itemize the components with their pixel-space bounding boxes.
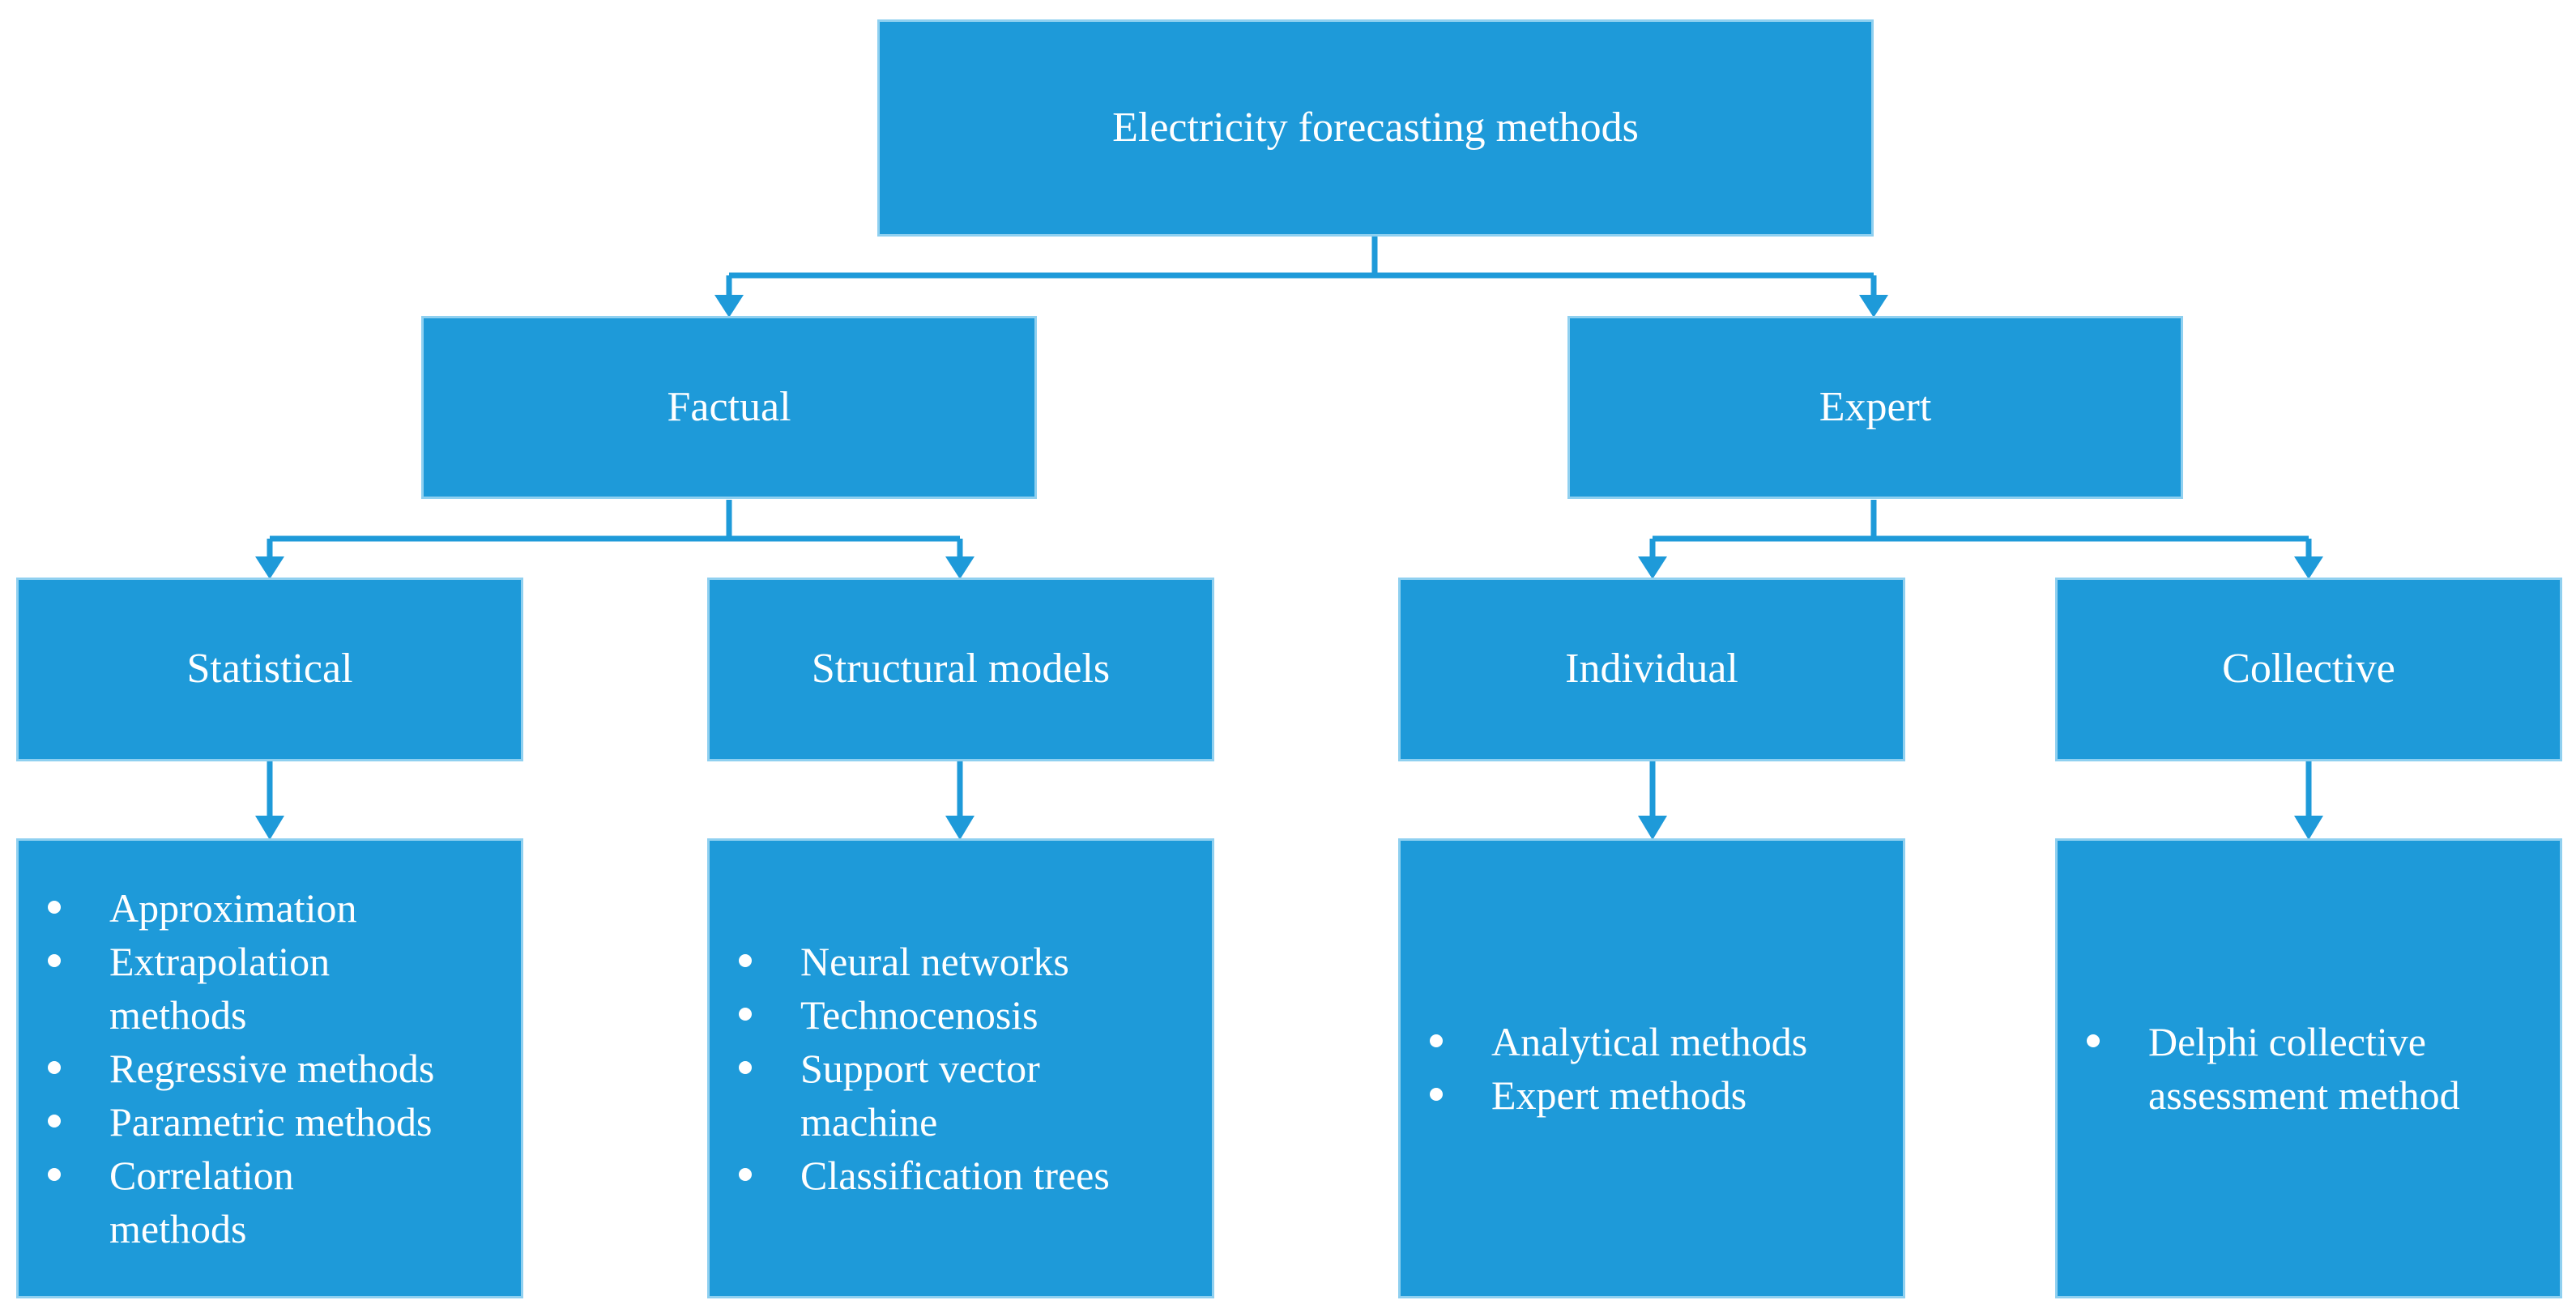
node-statistical: Statistical (16, 578, 523, 761)
node-individual: Individual (1398, 578, 1905, 761)
list-item: Expert methods (1429, 1068, 1807, 1122)
arrowhead-statistical-list (255, 816, 284, 840)
collective-label: Collective (2222, 646, 2395, 693)
list-item: Parametric methods (47, 1095, 434, 1149)
list-item: Neural networks (739, 935, 1110, 988)
list-item: Regressive methods (47, 1042, 434, 1095)
node-collective: Collective (2055, 578, 2562, 761)
factual-label: Factual (667, 383, 791, 430)
list-item: Correlation methods (48, 1149, 352, 1255)
arrowhead-collective (2294, 556, 2323, 579)
individual-method-list: Analytical methods Expert methods (1401, 1015, 1807, 1122)
arrowhead-structural-list (945, 816, 975, 840)
arrowhead-statistical (255, 556, 284, 579)
arrowhead-collective-list (2294, 816, 2323, 840)
collective-method-list: Delphi collective assessment method (2058, 1015, 2537, 1122)
list-structural-models: Neural networks Technocenosis Support ve… (707, 838, 1214, 1298)
node-structural-models: Structural models (707, 578, 1214, 761)
node-factual: Factual (421, 316, 1037, 499)
list-collective: Delphi collective assessment method (2055, 838, 2562, 1298)
list-statistical: Approximation Extrapolation methods Regr… (16, 838, 523, 1298)
list-item: Analytical methods (1429, 1015, 1807, 1068)
root-node: Electricity forecasting methods (877, 19, 1874, 237)
list-item: Support vector machine (739, 1042, 1108, 1149)
list-individual: Analytical methods Expert methods (1398, 838, 1905, 1298)
expert-label: Expert (1819, 383, 1932, 430)
root-label: Electricity forecasting methods (1112, 104, 1639, 151)
structural-models-label: Structural models (811, 646, 1111, 693)
arrowhead-individual (1638, 556, 1667, 579)
connector-expert-split (1649, 500, 2312, 561)
list-item: Technocenosis (739, 988, 1110, 1042)
list-item: Classification trees (739, 1149, 1110, 1202)
connector-root-split (726, 235, 1877, 300)
arrowhead-expert (1859, 295, 1888, 318)
connector-factual-split (267, 500, 963, 561)
list-item: Extrapolation methods (48, 935, 385, 1042)
structural-method-list: Neural networks Technocenosis Support ve… (710, 935, 1110, 1202)
arrowhead-structural (945, 556, 975, 579)
arrowhead-individual-list (1638, 816, 1667, 840)
list-item: Approximation (47, 881, 434, 935)
statistical-label: Statistical (186, 646, 353, 693)
node-expert: Expert (1567, 316, 2183, 499)
individual-label: Individual (1565, 646, 1738, 693)
arrowhead-factual (714, 295, 744, 318)
list-item: Delphi collective assessment method (2087, 1015, 2537, 1122)
statistical-method-list: Approximation Extrapolation methods Regr… (19, 881, 434, 1255)
